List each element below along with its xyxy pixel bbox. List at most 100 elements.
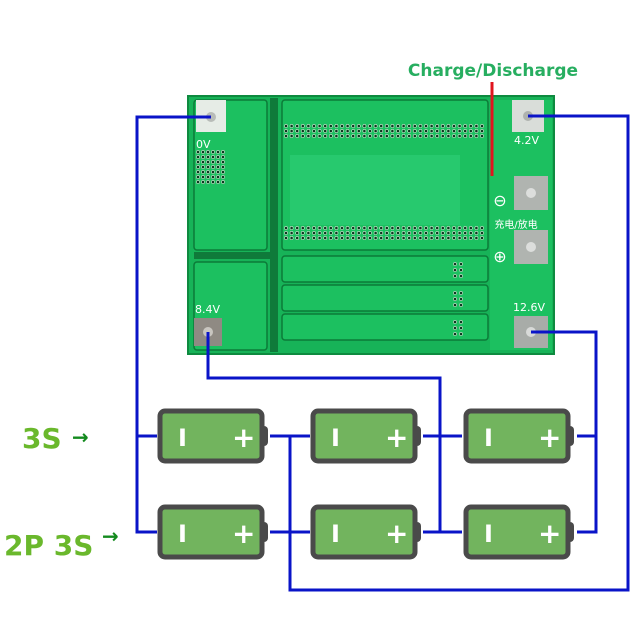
via-hole [206, 180, 210, 184]
via-hole [196, 160, 200, 164]
via-hole [306, 134, 311, 138]
via-hole [351, 231, 356, 235]
via-hole [368, 236, 372, 240]
via-hole [463, 129, 468, 133]
via-hole [221, 170, 225, 174]
via-hole [384, 124, 389, 128]
via-hole [334, 236, 339, 240]
via-hole [407, 231, 412, 235]
battery-negative-icon: I [178, 424, 187, 452]
battery-positive-icon: + [385, 421, 408, 454]
via-hole [480, 231, 484, 235]
via-hole [446, 226, 451, 230]
via-hole [196, 170, 200, 174]
battery-body [157, 408, 265, 464]
via-hole [351, 236, 356, 240]
via-hole [201, 175, 205, 179]
via-hole [440, 134, 445, 138]
via-hole [300, 236, 305, 240]
arrow-3s-icon: → [72, 425, 89, 449]
via-hole [356, 231, 361, 235]
via-hole [418, 231, 423, 235]
via-hole [474, 231, 479, 235]
battery-1-3: I+ [463, 408, 574, 464]
via-hole [295, 226, 300, 230]
via-hole [407, 124, 412, 128]
via-hole [446, 134, 451, 138]
via-hole [295, 231, 300, 235]
wire-12-6v [531, 330, 598, 534]
battery-positive-icon: + [232, 421, 255, 454]
via-hole [424, 231, 428, 235]
via-hole [407, 236, 412, 240]
via-hole [453, 262, 457, 266]
via-hole [284, 124, 288, 128]
via-hole [317, 129, 322, 133]
via-hole [328, 134, 333, 138]
via-hole [390, 129, 395, 133]
via-hole [295, 129, 300, 133]
via-hole [284, 236, 288, 240]
via-hole [221, 165, 225, 169]
via-hole [396, 134, 400, 138]
via-hole [216, 175, 220, 179]
via-hole [323, 134, 328, 138]
via-hole [368, 134, 372, 138]
via-hole [312, 124, 316, 128]
wire-0v [135, 115, 211, 534]
via-hole [459, 297, 463, 301]
via-hole [362, 134, 367, 138]
battery-body [463, 504, 571, 560]
via-hole [221, 160, 225, 164]
via-hole [323, 129, 328, 133]
via-hole [396, 226, 400, 230]
via-hole [480, 134, 484, 138]
plus-symbol: ⊕ [493, 247, 506, 266]
battery-positive-icon: + [385, 517, 408, 550]
via-hole [211, 155, 215, 159]
via-hole [306, 236, 311, 240]
via-hole [440, 236, 445, 240]
via-hole [345, 236, 350, 240]
via-hole [401, 129, 406, 133]
via-hole [356, 134, 361, 138]
via-hole [206, 175, 210, 179]
board-via-holes [196, 124, 484, 336]
via-hole [340, 129, 344, 133]
via-hole [390, 134, 395, 138]
via-hole [328, 231, 333, 235]
via-hole [440, 124, 445, 128]
via-hole [412, 226, 417, 230]
via-hole [323, 231, 328, 235]
via-hole [300, 124, 305, 128]
via-hole [435, 231, 440, 235]
via-hole [435, 236, 440, 240]
via-hole [452, 124, 456, 128]
via-hole [418, 226, 423, 230]
via-hole [480, 226, 484, 230]
via-hole [196, 175, 200, 179]
battery-negative-icon: I [178, 520, 187, 548]
via-hole [211, 175, 215, 179]
via-hole [480, 124, 484, 128]
via-hole [368, 231, 372, 235]
battery-negative-icon: I [331, 424, 340, 452]
charge-discharge-title: Charge/Discharge [408, 61, 578, 81]
via-hole [452, 226, 456, 230]
via-hole [300, 134, 305, 138]
via-hole [345, 124, 350, 128]
via-hole [379, 231, 384, 235]
via-hole [384, 236, 389, 240]
via-hole [373, 134, 378, 138]
via-hole [351, 134, 356, 138]
via-hole [453, 291, 457, 295]
via-hole [362, 236, 367, 240]
via-hole [453, 297, 457, 301]
via-hole [211, 180, 215, 184]
battery-positive-icon: + [538, 421, 561, 454]
via-hole [463, 236, 468, 240]
via-hole [362, 226, 367, 230]
via-hole [317, 236, 322, 240]
via-hole [390, 231, 395, 235]
via-hole [390, 236, 395, 240]
